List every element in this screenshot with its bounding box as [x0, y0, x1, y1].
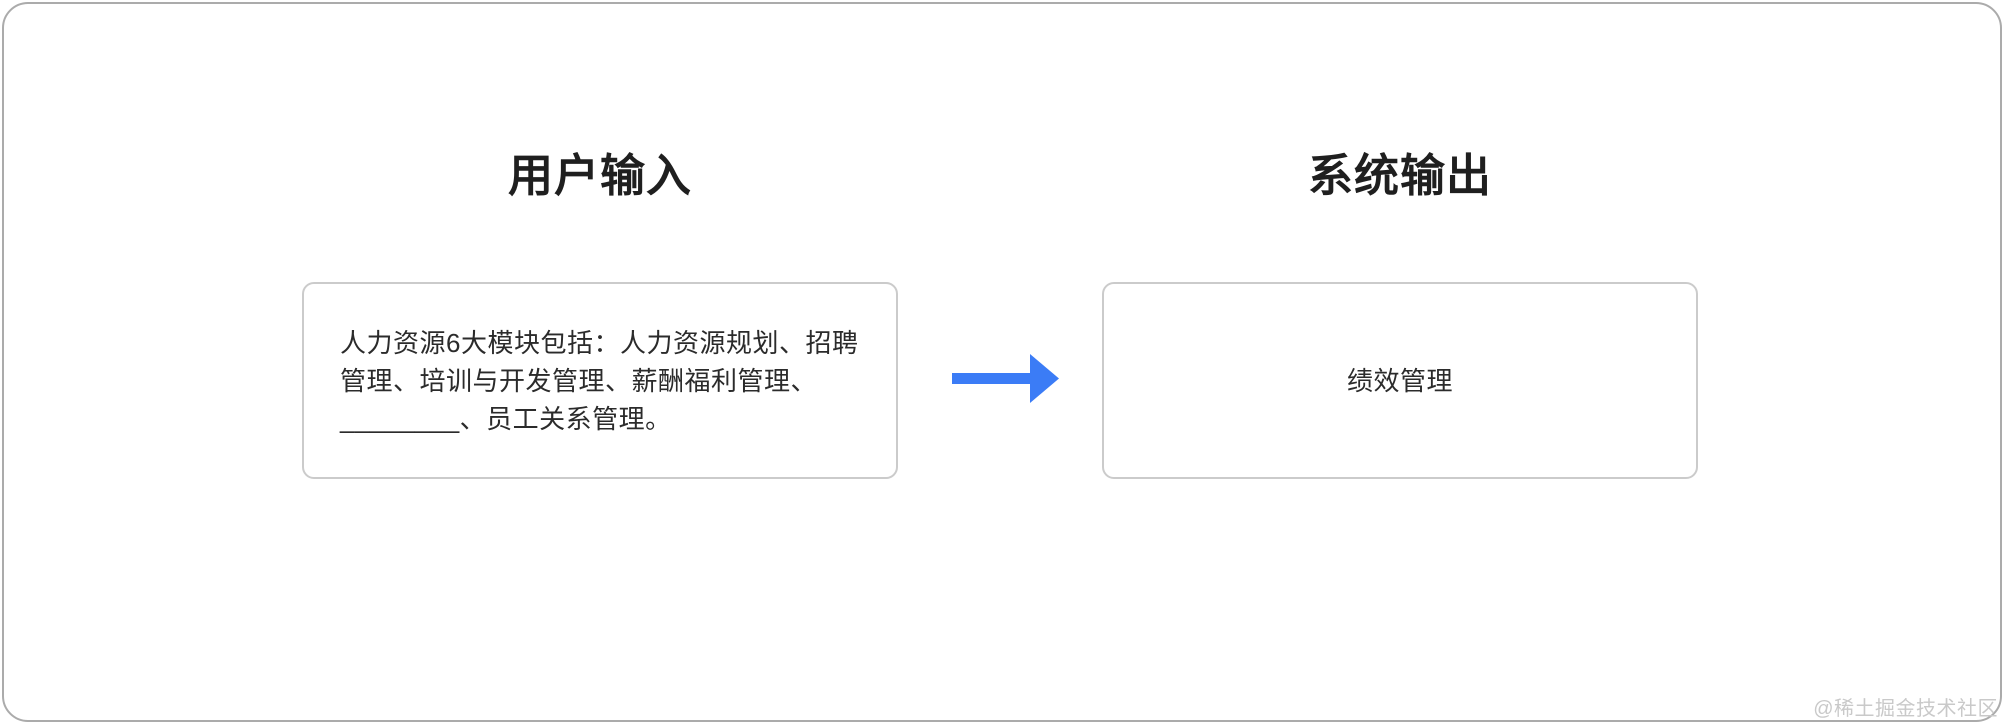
- user-input-box: 人力资源6大模块包括：人力资源规划、招聘 管理、培训与开发管理、薪酬福利管理、 …: [302, 282, 898, 479]
- user-input-title: 用户输入: [507, 150, 692, 201]
- user-input-text: 人力资源6大模块包括：人力资源规划、招聘 管理、培训与开发管理、薪酬福利管理、 …: [340, 324, 858, 438]
- right-arrow-icon: [948, 350, 1062, 406]
- system-output-text: 绩效管理: [1346, 365, 1453, 396]
- watermark: @稀土掘金技术社区: [1813, 698, 1998, 720]
- system-output-title: 系统输出: [1307, 150, 1492, 201]
- user-input-text-line2: 管理、培训与开发管理、薪酬福利管理、: [340, 365, 818, 396]
- system-output-box: 绩效管理: [1102, 282, 1698, 479]
- user-input-text-line3: ________、员工关系管理。: [340, 403, 672, 434]
- user-input-text-line1: 人力资源6大模块包括：人力资源规划、招聘: [340, 327, 859, 358]
